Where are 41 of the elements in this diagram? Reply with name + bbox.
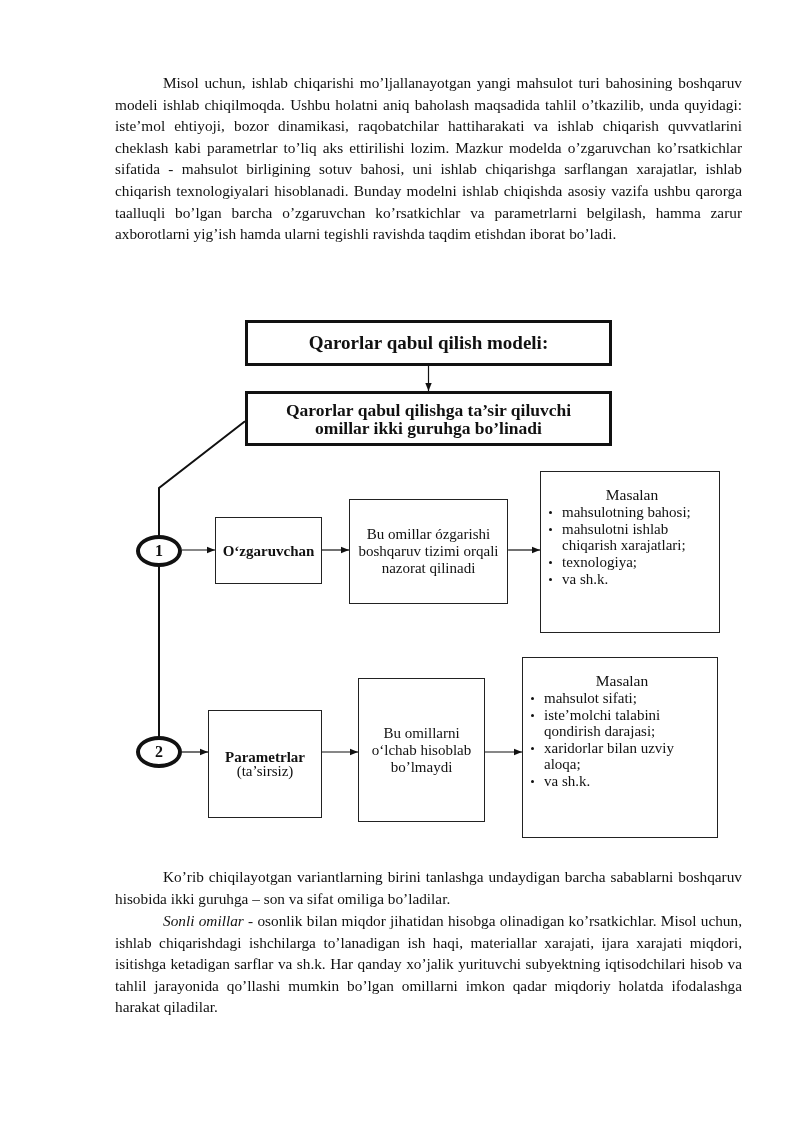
heading-box — [245, 320, 612, 366]
description-box — [358, 678, 485, 822]
arrow — [181, 748, 209, 756]
arrow — [321, 546, 350, 554]
arrow — [507, 546, 541, 554]
category-note: (ta’sirsiz) — [236, 764, 294, 778]
category-box — [208, 710, 322, 818]
heading-box — [245, 391, 612, 446]
example-heading: Masalan — [604, 486, 660, 503]
list-item: texnologiya; — [562, 554, 637, 570]
step-number: 1 — [155, 543, 163, 559]
heading-text: Qarorlar qabul qilish modeli: — [307, 334, 550, 352]
number-circle — [136, 535, 182, 567]
list-item: va sh.k. — [562, 571, 609, 587]
arrow — [484, 748, 523, 756]
category-label: O‘zgaruvchan — [222, 543, 315, 558]
body-paragraph: Sonli omillar - osonlik bilan miqdor jihatidan hisobga olinadigan ko’rsatkichlar. Misol uchun, ishlab chiqarishdagi ishchilarga to’lanadigan ish haqi, materiallar xarajati, ijara xarajati miqdori, isitishga ketadigan sarflar va sh.k. Har qanday xo’jalik yurituvchi subyektning iqtisodchilari hisob va tahlil jarayonida qo’llashi mumkin bo’lgan omillarni imkon qadar miqdoriy holatda ifodalashga harakat qiladilar. — [115, 911, 742, 1018]
arrow — [321, 748, 359, 756]
list-item: mahsulotning bahosi; — [562, 504, 691, 520]
body-paragraph: Misol uchun, ishlab chiqarishi mo’ljallanayotgan yangi mahsulot turi bahosining boshqaruv modeli ishlab chiqilmoqda. Ushbu holatni aniq baholash maqsadida tahlil o’tkazilib, unda quyidagi: iste’mol ehtiyoji, bozor dinamikasi, raqobatchilar hattiharakati va ishlab chiqarish quvvatlarini cheklash kabi parametrlar to’liq aks ettirilishi lozim. Mazkur modelda o’zgaruvchan ko’rsatkichlar sifatida - mahsulot birligining sotuv bahosi, uni ishlab chiqarishga sarflangan xarajatlar, ishlab chiqarish texnologiyalari hisoblanadi. Bunday modelni ishlab chiqishda asosiy vazifa ushbu qarorga taalluqli bo’lgan barcha o’zgaruvchan ko’rsatkichlar va parametrlarni belgilash, hamma zarur axborotlarni yig’ish hamda ularni tegishli ravishda taqdim etishdan iborat bo’ladi. — [115, 73, 742, 245]
list-item: iste’molchi talabini qondirish darajasi; — [544, 707, 662, 739]
list-item: va sh.k. — [544, 773, 591, 789]
category-box — [215, 517, 322, 584]
body-paragraph: Ko’rib chiqilayotgan variantlarning birini tanlashga undaydigan barcha sabablarni boshqaruv hisobida ikki guruhga – son va sifat omiliga bo’ladilar. — [115, 867, 742, 909]
arrow — [425, 365, 432, 392]
heading-text: Qarorlar qabul qilishga ta’sir qiluvchi omillar ikki guruhga bo’linadi — [284, 400, 573, 437]
description-box — [349, 499, 508, 604]
list-item: mahsulot sifati; — [544, 690, 637, 706]
category-label: Parametrlar — [225, 750, 305, 764]
description-text: Bu omillarni o‘lchab hisoblab bo’lmaydi — [370, 724, 473, 776]
arrow — [181, 546, 216, 554]
example-box — [540, 471, 720, 633]
connector-line — [158, 566, 160, 737]
list-item: xaridorlar bilan uzviy aloqa; — [544, 740, 675, 772]
example-heading: Masalan — [594, 672, 650, 689]
step-number: 2 — [155, 744, 163, 760]
description-text: Bu omillar ózgarishi boshqaruv tizimi orqali nazorat qilinadi — [357, 526, 500, 577]
example-box — [522, 657, 718, 838]
connector-line — [158, 420, 246, 536]
number-circle — [136, 736, 182, 768]
list-item: mahsulotni ishlab chiqarish xarajatlari; — [562, 521, 687, 553]
